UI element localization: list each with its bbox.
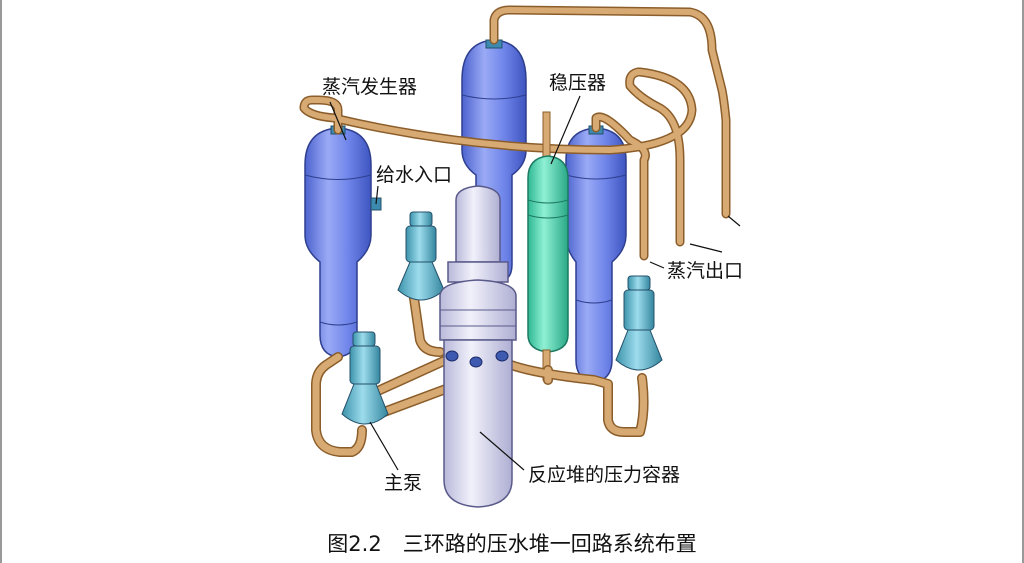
steam-generator-right <box>565 125 627 383</box>
left-frame-line <box>0 0 2 563</box>
steam-generator-label: 蒸汽发生器 <box>322 76 418 98</box>
figure-caption: 图2.2 三环路的压水堆一回路系统布置 <box>327 532 697 556</box>
steam-pipes <box>301 7 729 259</box>
steam-outlet-label: 蒸汽出口 <box>667 260 744 282</box>
right-frame-line <box>1022 0 1024 563</box>
main-pump-label: 主泵 <box>384 472 423 494</box>
reactor-vessel-label: 反应堆的压力容器 <box>528 464 681 486</box>
feedwater-inlet-label: 给水入口 <box>376 164 453 186</box>
pressurizer-label: 稳压器 <box>549 72 607 94</box>
main-pump-front <box>341 331 389 425</box>
reactor-pressure-vessel <box>439 185 517 508</box>
leader-lines <box>329 95 741 471</box>
pressurizer <box>527 111 569 381</box>
main-pump-right <box>615 275 663 371</box>
steam-generator-left <box>304 125 382 358</box>
main-pump-back <box>397 211 445 301</box>
